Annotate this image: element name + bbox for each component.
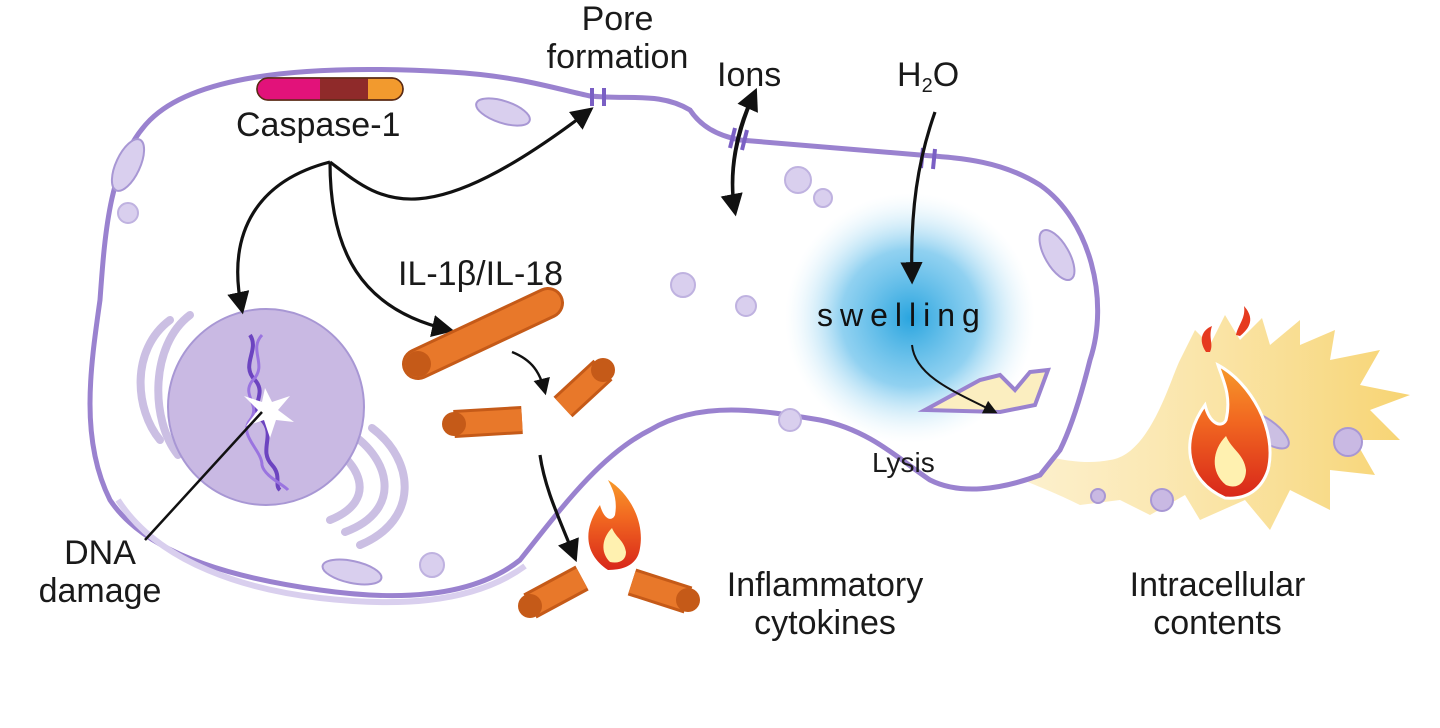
- mitochondria: [110, 97, 1076, 586]
- vesicles: [117, 166, 833, 578]
- swelling-glow: [785, 193, 1035, 443]
- swelling-label: swelling: [817, 297, 987, 333]
- inflammatory-cytokines-label: Inflammatory cytokines: [726, 566, 924, 643]
- arrows: [227, 87, 998, 563]
- large-flame-icon: [1188, 306, 1272, 500]
- il-1b-il-18-label: IL-1β/IL-18: [398, 255, 564, 293]
- cleaved-cytokine-right: [553, 358, 615, 418]
- small-flame-icon: [588, 480, 641, 570]
- caspase-1-label: Caspase-1: [236, 106, 401, 144]
- lysis-rupture: [917, 367, 1052, 415]
- cleaved-cytokine-left: [442, 406, 523, 438]
- h2o-label: H2O: [897, 56, 960, 97]
- dna-damage-label: DNA damage: [38, 534, 162, 611]
- lysis-label: Lysis: [872, 447, 935, 478]
- cytokine-precursor: [402, 287, 564, 380]
- pore-formation-label: Pore formation: [546, 0, 689, 77]
- released-cytokine-left: [518, 565, 589, 619]
- ions-label: Ions: [717, 56, 782, 94]
- dna-break-star: [244, 388, 294, 438]
- released-cytokine-right: [627, 568, 700, 614]
- caspase-1-bar: [256, 77, 404, 101]
- nucleus: [167, 308, 365, 506]
- intracellular-contents-label: Intracellular contents: [1129, 566, 1306, 643]
